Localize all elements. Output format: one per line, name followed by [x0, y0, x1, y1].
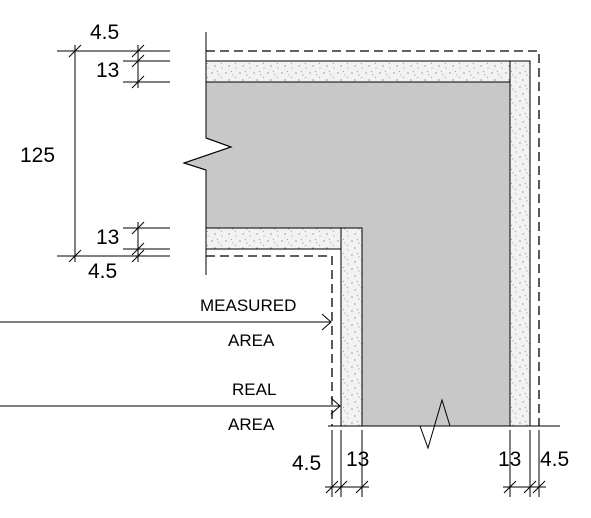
inner-left-board [340, 227, 363, 427]
dim-right-outer: 4.5 [540, 448, 569, 471]
label-measured-2: AREA [228, 331, 275, 350]
bottom-dimension [325, 430, 546, 497]
dim-left-outer: 4.5 [292, 452, 321, 475]
top-board [205, 60, 511, 83]
dim-right-inner: 13 [498, 448, 521, 471]
right-board [509, 60, 531, 427]
dim-left-inner: 13 [346, 448, 369, 471]
dim-top-outer: 4.5 [90, 21, 119, 44]
dim-bottom-outer: 4.5 [88, 260, 117, 283]
dim-bottom-inner: 13 [96, 226, 119, 249]
label-real-1: REAL [232, 380, 276, 399]
leader-lines [0, 313, 341, 415]
left-break-line [182, 32, 233, 275]
bottom-break-line [328, 398, 560, 450]
real-area-arrowhead [330, 397, 341, 415]
left-dimension [57, 44, 170, 263]
label-real-2: AREA [228, 415, 275, 434]
label-measured-1: MEASURED [200, 296, 296, 315]
dim-height-total: 125 [20, 144, 55, 167]
dim-top-inner: 13 [96, 59, 119, 82]
measured-area-arrowhead [321, 313, 332, 331]
measured-boundary [206, 50, 540, 426]
bottom-board [205, 227, 363, 250]
